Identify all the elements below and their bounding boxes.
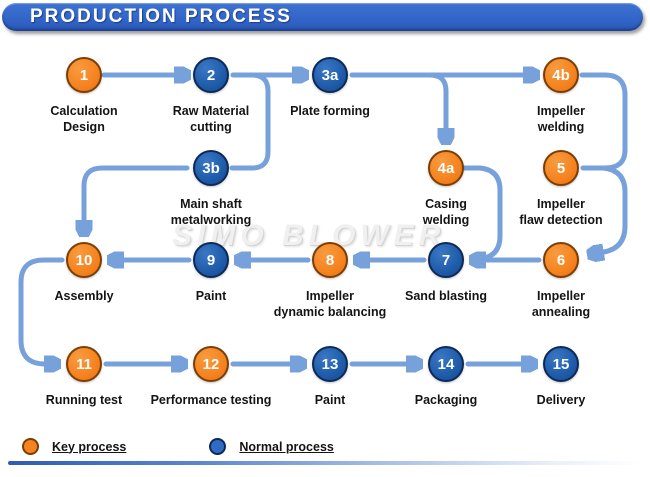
legend-key-label: Key process <box>52 439 127 454</box>
process-node-14-circle: 14 <box>428 346 464 382</box>
bottom-divider <box>8 461 642 465</box>
connector-10-11 <box>18 257 65 364</box>
legend-item-normal: Normal process <box>209 438 334 455</box>
page-title: PRODUCTION PROCESS <box>30 6 292 27</box>
process-node-5-circle: 5 <box>543 150 579 186</box>
process-node-3a-circle: 3a <box>312 57 348 93</box>
process-node-14-label: Packaging <box>414 393 478 407</box>
process-node-9: 9 Paint <box>141 242 281 304</box>
process-node-3b-circle: 3b <box>193 150 229 186</box>
process-node-10-circle: 10 <box>66 242 102 278</box>
process-node-13: 13 Paint <box>260 346 400 408</box>
page-title-bar: PRODUCTION PROCESS <box>2 3 643 31</box>
process-node-2-circle: 2 <box>193 57 229 93</box>
process-node-11: 11 Running test <box>14 346 154 408</box>
process-node-10: 10 Assembly <box>14 242 154 304</box>
process-node-12-label: Performance testing <box>150 393 272 407</box>
process-node-7-circle: 7 <box>428 242 464 278</box>
process-node-6-circle: 6 <box>543 242 579 278</box>
process-node-14: 14 Packaging <box>376 346 516 408</box>
process-node-15-label: Delivery <box>536 393 586 407</box>
key-process-dot-icon <box>22 438 39 455</box>
process-node-11-circle: 11 <box>66 346 102 382</box>
process-node-12-circle: 12 <box>193 346 229 382</box>
process-node-11-label: Running test <box>45 393 123 407</box>
process-node-3a: 3a Plate forming <box>260 57 400 119</box>
process-node-1-circle: 1 <box>66 57 102 93</box>
process-node-4b-circle: 4b <box>543 57 579 93</box>
connector-5-6 <box>580 165 628 254</box>
process-node-9-circle: 9 <box>193 242 229 278</box>
normal-process-dot-icon <box>209 438 227 455</box>
connector-3a-4a <box>427 72 446 140</box>
process-node-15-circle: 15 <box>543 346 579 382</box>
process-node-3a-label: Plate forming <box>290 104 370 118</box>
process-node-7: 7 Sand blasting <box>376 242 516 304</box>
connector-3b-10 <box>84 165 190 232</box>
process-node-4a-circle: 4a <box>428 150 464 186</box>
legend-item-key: Key process <box>22 438 126 455</box>
legend: Key process Normal process <box>22 438 334 455</box>
process-node-13-label: Paint <box>314 393 346 407</box>
process-node-13-circle: 13 <box>312 346 348 382</box>
process-node-15: 15 Delivery <box>491 346 631 408</box>
legend-normal-label: Normal process <box>239 439 334 454</box>
connector-2-3b <box>229 72 271 171</box>
process-node-7-label: Sand blasting <box>405 289 487 303</box>
process-node-12: 12 Performance testing <box>131 346 291 408</box>
process-node-10-label: Assembly <box>54 289 114 303</box>
process-node-9-label: Paint <box>195 289 227 303</box>
process-node-8-circle: 8 <box>312 242 348 278</box>
connector-4a-7 <box>461 165 503 262</box>
connector-4b-5 <box>579 72 628 171</box>
